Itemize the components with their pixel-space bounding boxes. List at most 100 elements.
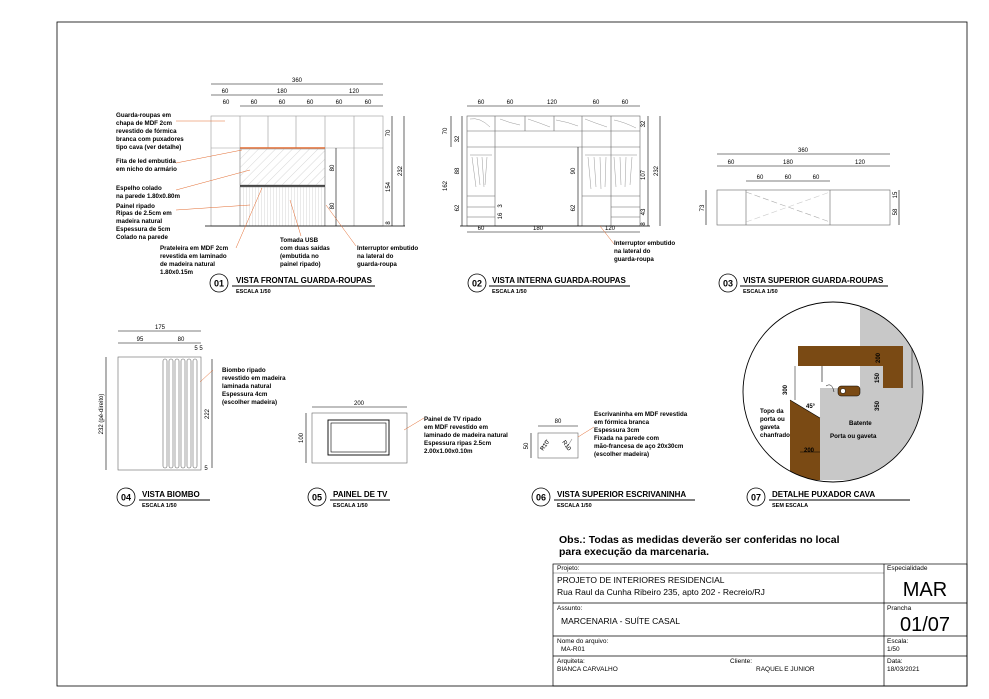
dim-text: 43 xyxy=(641,208,647,215)
view-title: VISTA FRONTAL GUARDA-ROUPAS xyxy=(236,276,373,285)
view-scale: SEM ESCALA xyxy=(772,503,808,509)
dim-text: 80 xyxy=(555,419,562,425)
dim-text: 58 xyxy=(893,208,899,215)
view-01-drawing xyxy=(175,83,405,249)
note-line: Interruptor embutido xyxy=(614,240,675,247)
dim-text: 154 xyxy=(386,181,392,192)
view-number: 03 xyxy=(723,279,733,289)
view-01-notes: Guarda-roupas em chapa de MDF 2cm revest… xyxy=(116,112,418,276)
view-05-drawing xyxy=(305,406,425,464)
note-line: Interruptor embutido xyxy=(357,245,418,252)
view-04-title: 04 VISTA BIOMBO ESCALA 1/50 xyxy=(116,487,210,509)
note-line: Batente xyxy=(849,420,872,427)
note-line: 2.00x1.00x0.10m xyxy=(424,448,473,455)
note-line: Ripas de 2.5cm em xyxy=(116,210,172,217)
dim-text: 95 xyxy=(137,337,144,343)
tb-escala: 1/50 xyxy=(887,646,900,653)
dim-text: 16 xyxy=(498,212,504,219)
tb-escala-label: Escala: xyxy=(887,638,909,645)
view-05-title: 05 PAINEL DE TV ESCALA 1/50 xyxy=(307,487,390,509)
note-line: mão-francesa de aço 20x30cm xyxy=(594,443,684,450)
view-07-drawing xyxy=(742,301,924,483)
note-line: chapa de MDF 2cm xyxy=(116,120,173,127)
note-line: Tomada USB xyxy=(280,237,319,244)
note-line: Porta ou gaveta xyxy=(830,433,877,440)
dim-text: 8 xyxy=(641,222,647,226)
dim-text: R10 xyxy=(560,440,572,453)
dim-text: 232 (pé-direito) xyxy=(99,394,105,435)
dim-text: 5 xyxy=(199,346,203,352)
view-05-dims: 200 100 xyxy=(299,401,365,443)
dim-text: 60 xyxy=(593,100,600,106)
dim-text: 360 xyxy=(798,148,809,154)
note-line: porta ou xyxy=(760,416,785,423)
dim-text: 80 xyxy=(330,202,336,209)
dim-text: 60 xyxy=(251,100,258,106)
tb-especialidade: MAR xyxy=(903,579,947,601)
note-line: (escolher madeira) xyxy=(594,451,649,458)
dim-text: 180 xyxy=(783,160,794,166)
note-line: tipo cava (ver detalhe) xyxy=(116,144,181,151)
dim-text: 100 xyxy=(299,432,305,443)
view-scale: ESCALA 1/50 xyxy=(557,503,592,509)
dim-text: 162 xyxy=(443,180,449,191)
note-line: Espelho colado xyxy=(116,185,162,192)
note-line: laminado de madeira natural xyxy=(424,432,508,439)
tb-data: 18/03/2021 xyxy=(887,666,920,673)
dim-text: 90 xyxy=(571,167,577,174)
dim-text: 232 xyxy=(398,165,404,176)
sheet-border xyxy=(56,21,968,687)
tb-arquiteta-label: Arquiteta: xyxy=(557,658,585,665)
note-line: (escolher madeira) xyxy=(222,399,277,406)
dim-text: 180 xyxy=(277,89,288,95)
view-02-title: 02 VISTA INTERNA GUARDA-ROUPAS ESCALA 1/… xyxy=(467,273,630,295)
note-line: revestido em madeira xyxy=(222,375,286,382)
view-04-notes: Biombo ripado revestido em madeira lamin… xyxy=(222,367,286,406)
tb-data-label: Data: xyxy=(887,658,903,665)
view-number: 01 xyxy=(214,279,224,289)
view-04-dims: 175 95 80 5 5 232 (pé-direito) 222 5 xyxy=(99,325,211,472)
view-06-notes: Escrivaninha em MDF revestida em fórmica… xyxy=(594,411,688,458)
view-01-title: 01 VISTA FRONTAL GUARDA-ROUPAS ESCALA 1/… xyxy=(209,273,375,295)
view-02-dims: 60 60 120 60 60 60 180 120 70 32 162 88 … xyxy=(443,100,660,232)
view-06-drawing xyxy=(530,425,595,459)
note-line: (embutida no xyxy=(280,253,319,260)
view-number: 05 xyxy=(312,493,322,503)
view-title: VISTA INTERNA GUARDA-ROUPAS xyxy=(492,276,626,285)
dim-text: 70 xyxy=(443,127,449,134)
note-line: em MDF revestido em xyxy=(424,424,488,431)
dim-text: 5 xyxy=(194,346,198,352)
dim-text: 60 xyxy=(507,100,514,106)
tb-prancha-label: Prancha xyxy=(887,605,912,612)
tb-cliente: RAQUEL E JUNIOR xyxy=(756,666,815,673)
obs-line: para execução da marcenaria. xyxy=(559,546,709,558)
note-line: laminada natural xyxy=(222,383,271,390)
tb-endereco: Rua Raul da Cunha Ribeiro 235, apto 202 … xyxy=(557,587,765,597)
dim-text: 300 xyxy=(783,384,789,395)
view-03-dims: 360 60 180 120 60 60 60 73 15 58 xyxy=(700,148,899,215)
dim-text: 88 xyxy=(455,167,461,174)
note-line: madeira natural xyxy=(116,218,162,225)
note-line: Prateleira em MDF 2cm xyxy=(160,245,229,252)
dim-text: 80 xyxy=(330,164,336,171)
dim-text: 200 xyxy=(354,401,365,407)
note-line: Painel de TV ripado xyxy=(424,416,482,423)
dim-text: 107 xyxy=(641,169,647,180)
dim-text: 222 xyxy=(205,408,211,419)
view-scale: ESCALA 1/50 xyxy=(142,503,177,509)
note-line: revestida em laminado xyxy=(160,253,227,260)
note-line: Colado na parede xyxy=(116,234,168,241)
dim-text: 120 xyxy=(605,226,616,232)
note-line: na parede 1.80x0.80m xyxy=(116,193,180,200)
dim-text: 60 xyxy=(757,175,764,181)
obs-line: Obs.: Todas as medidas deverão ser confe… xyxy=(559,534,840,546)
note-line: Guarda-roupas em xyxy=(116,112,172,119)
view-02-notes: Interruptor embutido na lateral do guard… xyxy=(614,240,675,263)
dim-text: 120 xyxy=(855,160,866,166)
dim-text: R10 xyxy=(540,439,552,452)
view-07-title: 07 DETALHE PUXADOR CAVA SEM ESCALA xyxy=(746,487,910,509)
note-line: de madeira natural xyxy=(160,261,215,268)
tb-arquivo: MA-R01 xyxy=(561,646,585,653)
note-line: Fixada na parede com xyxy=(594,435,659,442)
